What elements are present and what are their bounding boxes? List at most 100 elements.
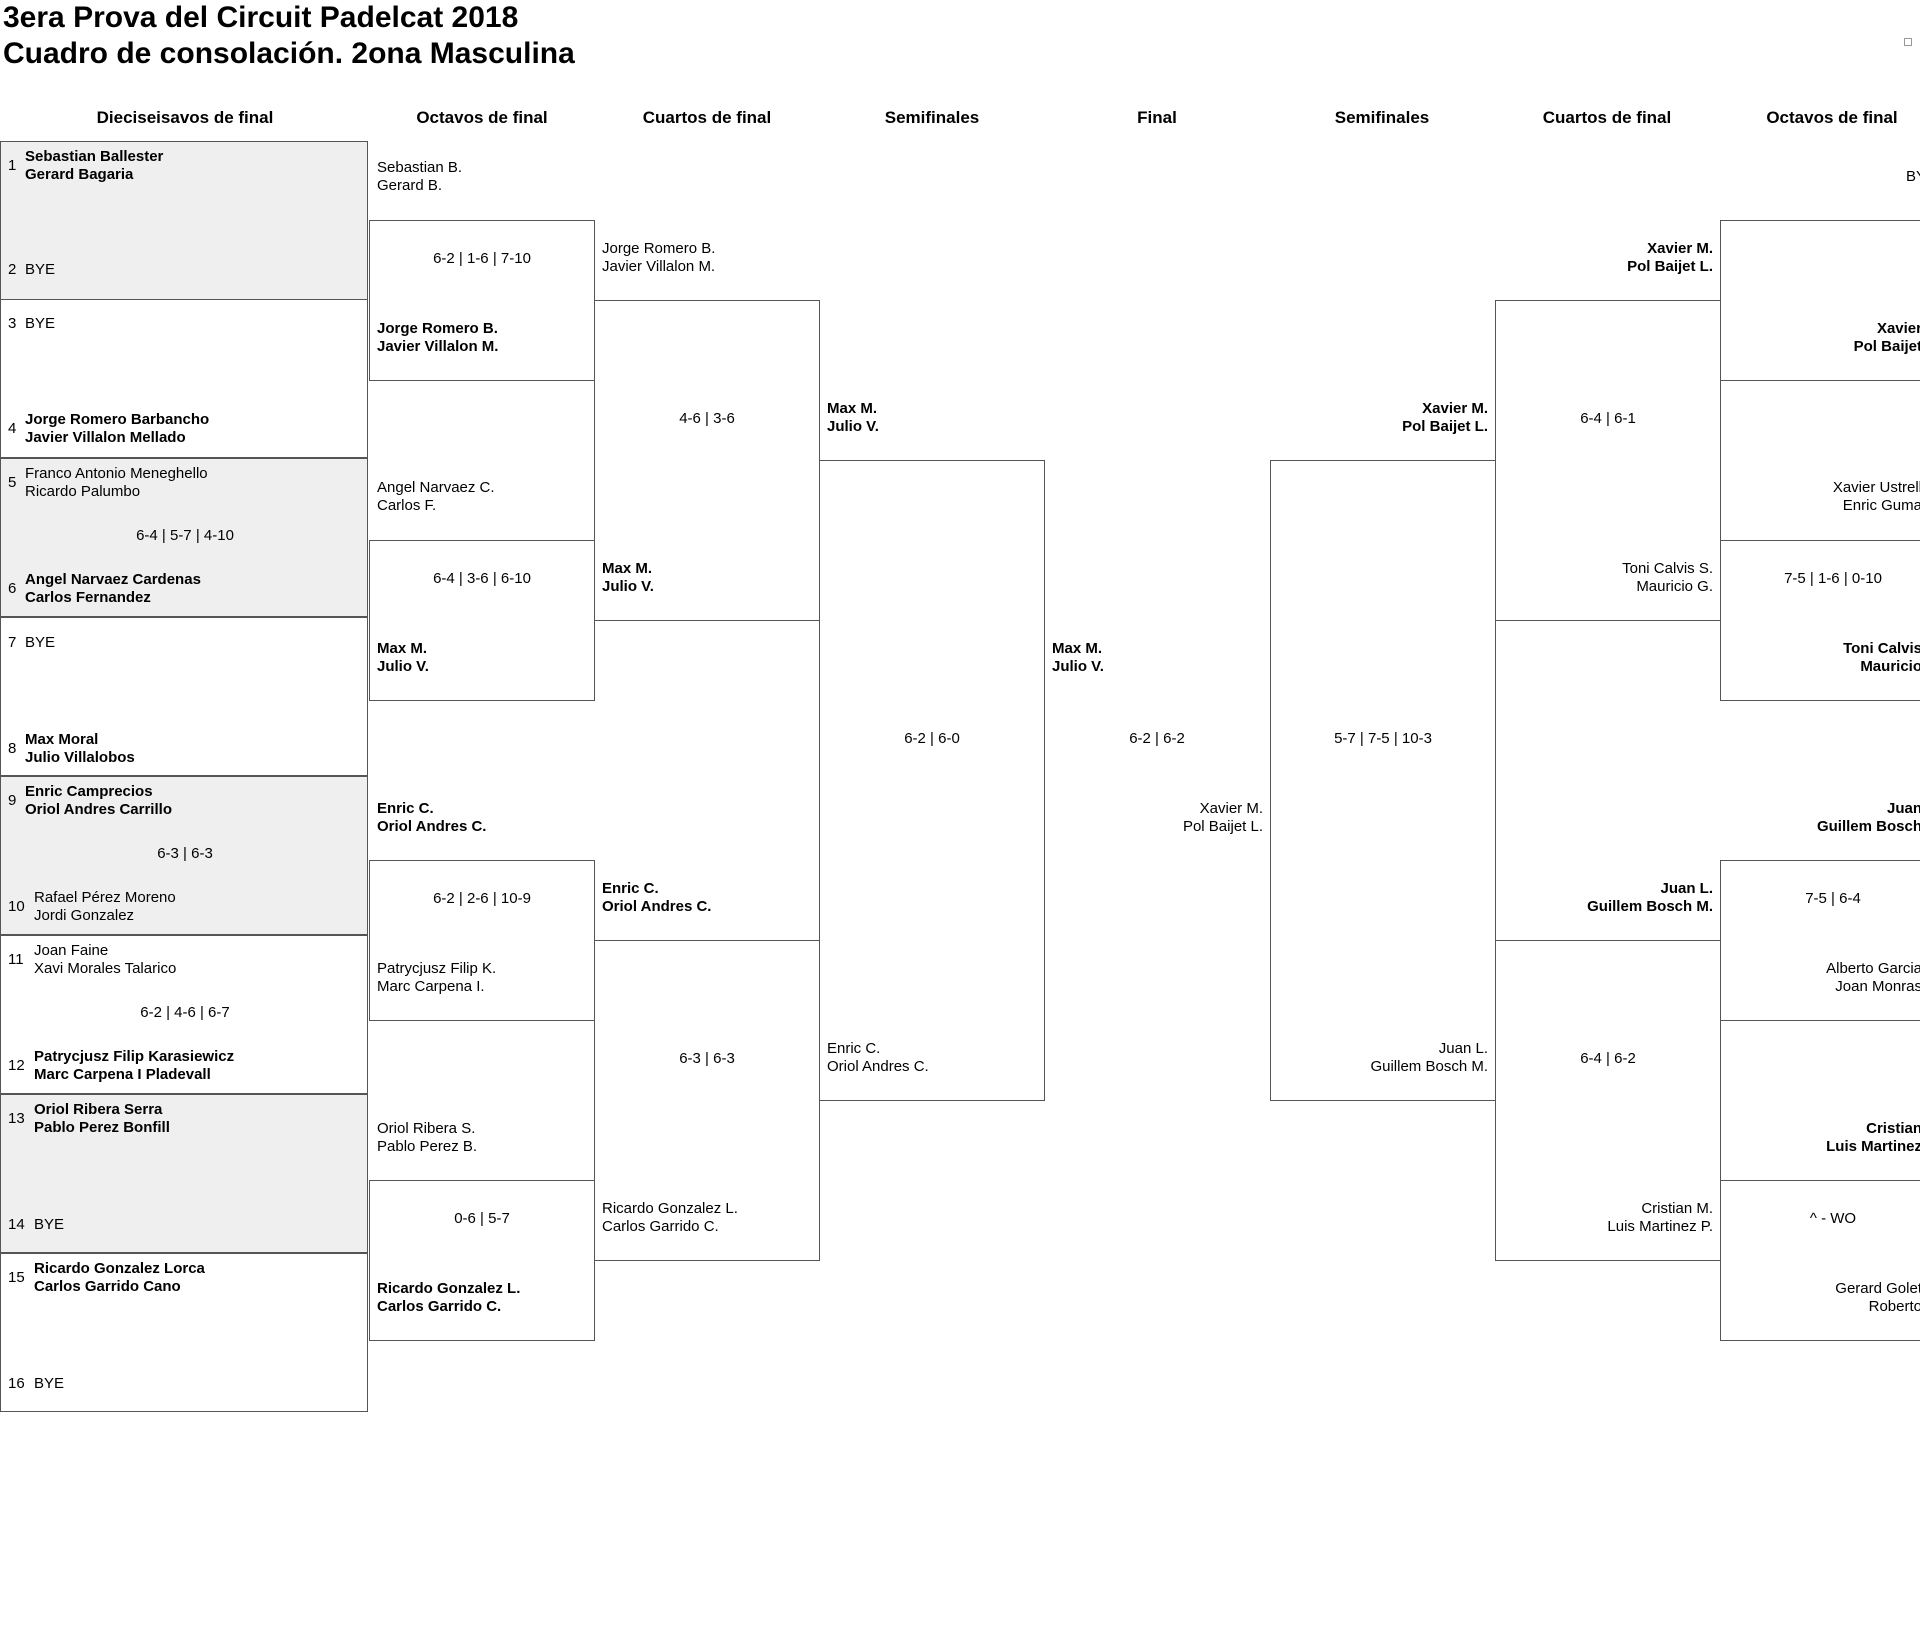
- player-name: Jordi Gonzalez: [34, 907, 135, 924]
- seed-number: 15: [8, 1269, 25, 1286]
- match-score: 0-6 | 5-7: [454, 1210, 510, 1227]
- bracket-box: [1270, 460, 1496, 1101]
- player-name: Max Moral: [25, 731, 99, 748]
- player-name: Oriol Andres C.: [377, 818, 487, 835]
- player-name: Patrycjusz Filip K.: [377, 960, 497, 977]
- seed-number: 3: [8, 315, 17, 332]
- match-score: 6-4 | 3-6 | 6-10: [433, 570, 531, 587]
- match-score: 6-4 | 6-1: [1580, 410, 1636, 427]
- bracket-box: [369, 220, 595, 381]
- player-name: BYE: [25, 261, 56, 278]
- player-name: Gerard B.: [377, 177, 443, 194]
- match-score: ^ - WO: [1809, 1210, 1857, 1227]
- bracket-box: [1495, 300, 1721, 621]
- r1-match-box: [0, 1094, 368, 1253]
- player-name: Pol Baijet L.: [1182, 818, 1263, 835]
- player-name: Roberto: [1868, 1298, 1920, 1315]
- match-score: 7-5 | 1-6 | 0-10: [1784, 570, 1882, 587]
- team-names: Angel Narvaez C.Carlos F.: [377, 479, 495, 515]
- player-name: Luis Martinez: [1826, 1138, 1920, 1155]
- player-name: Sebastian Ballester: [25, 148, 164, 165]
- player-name: Marc Carpena I Pladevall: [34, 1066, 211, 1083]
- match-score: 6-4 | 5-7 | 4-10: [136, 527, 234, 544]
- player-name: Mauricio: [1860, 658, 1920, 675]
- bracket-box: [369, 860, 595, 1021]
- player-name: Guillem Bosch: [1816, 818, 1920, 835]
- player-name: Max M.: [827, 400, 878, 417]
- team-names: Juan L.Guillem Bosch M.: [1370, 1040, 1488, 1076]
- seed-number: 12: [8, 1057, 25, 1074]
- player-name: Javier Villalon M.: [377, 338, 499, 355]
- player-name: Joan Faine: [34, 942, 109, 959]
- page-subtitle: Cuadro de consolación. 2ona Masculina: [3, 37, 575, 70]
- player-name: Pol Baijet L.: [1627, 258, 1713, 275]
- player-name: Pol Baijet L.: [1402, 418, 1488, 435]
- seed-number: 14: [8, 1216, 25, 1233]
- seed-number: 8: [8, 740, 17, 757]
- player-name: Xavier Ustrell: [1832, 479, 1920, 496]
- seed-number: 9: [8, 792, 17, 809]
- player-name: Javier Villalon M.: [602, 258, 716, 275]
- team-names: Juan L.Guillem Bosch M.: [1587, 880, 1713, 916]
- player-name: Max M.: [377, 640, 428, 657]
- player-name: Javier Villalon Mellado: [25, 429, 186, 446]
- player-name: Carlos Garrido C.: [377, 1298, 502, 1315]
- player-name: Jorge Romero B.: [602, 240, 716, 257]
- seed-number: 13: [8, 1110, 25, 1127]
- match-score: 5-7 | 7-5 | 10-3: [1334, 730, 1432, 747]
- team-names: Max M.Julio V.: [377, 640, 429, 676]
- team-names: Enric C.Oriol Andres C.: [827, 1040, 929, 1076]
- player-name: Max M.: [1052, 640, 1103, 657]
- corner-mark-icon: [1904, 38, 1912, 46]
- player-name: BYE: [25, 634, 56, 651]
- player-name: Toni Calvis: [1843, 640, 1920, 657]
- team-names: Xavier M.Pol Baijet L.: [1402, 400, 1488, 436]
- match-score: 6-2 | 2-6 | 10-9: [433, 890, 531, 907]
- player-name: Oriol Ribera S.: [377, 1120, 476, 1137]
- player-name: Cristian M.: [1641, 1200, 1713, 1217]
- bracket-box: [819, 460, 1045, 1101]
- team-names: Toni Calvis S.Mauricio G.: [1622, 560, 1713, 596]
- player-name: BYE: [34, 1216, 65, 1233]
- seed-number: 5: [8, 474, 17, 491]
- player-name: Ricardo Palumbo: [25, 483, 141, 500]
- player-name: Jorge Romero Barbancho: [25, 411, 210, 428]
- player-name: Carlos Fernandez: [25, 589, 151, 606]
- player-name: Xavier M.: [1647, 240, 1713, 257]
- round-header: Semifinales: [884, 108, 980, 127]
- team-names: Cristian M.Luis Martinez P.: [1607, 1200, 1713, 1236]
- team-names: Enric C.Oriol Andres C.: [377, 800, 486, 836]
- player-name: Jorge Romero B.: [377, 320, 498, 337]
- team-names: Oriol Ribera S.Pablo Perez B.: [377, 1120, 477, 1156]
- player-name: BYE: [34, 1375, 65, 1392]
- player-name: Julio V.: [1052, 658, 1104, 675]
- player-name: Juan L.: [1438, 1040, 1488, 1057]
- player-name: Pablo Perez Bonfill: [34, 1119, 170, 1136]
- player-name: Enric Camprecios: [25, 783, 153, 800]
- player-name: Enric C.: [602, 880, 659, 897]
- player-name: Xavier M.: [1422, 400, 1488, 417]
- match-score: 6-3 | 6-3: [679, 1050, 735, 1067]
- player-name: Julio V.: [377, 658, 429, 675]
- player-name: Carlos Garrido Cano: [34, 1278, 181, 1295]
- team-names: Patrycjusz Filip K.Marc Carpena I.: [377, 960, 496, 996]
- player-name: Xavier M.: [1199, 800, 1263, 817]
- player-name: Cristian: [1866, 1120, 1920, 1137]
- team-names: Jorge Romero B.Javier Villalon M.: [602, 240, 715, 276]
- player-name: Oriol Andres C.: [602, 898, 712, 915]
- player-name: Julio V.: [602, 578, 654, 595]
- seed-number: 4: [8, 420, 17, 437]
- player-name: Patrycjusz Filip Karasiewicz: [34, 1048, 235, 1065]
- bracket-box: [1495, 940, 1721, 1261]
- player-name: Carlos F.: [377, 497, 437, 514]
- round-header: Octavos de final: [416, 108, 548, 127]
- player-name: Enric Guma: [1842, 497, 1920, 514]
- r1-match-box: [0, 617, 368, 776]
